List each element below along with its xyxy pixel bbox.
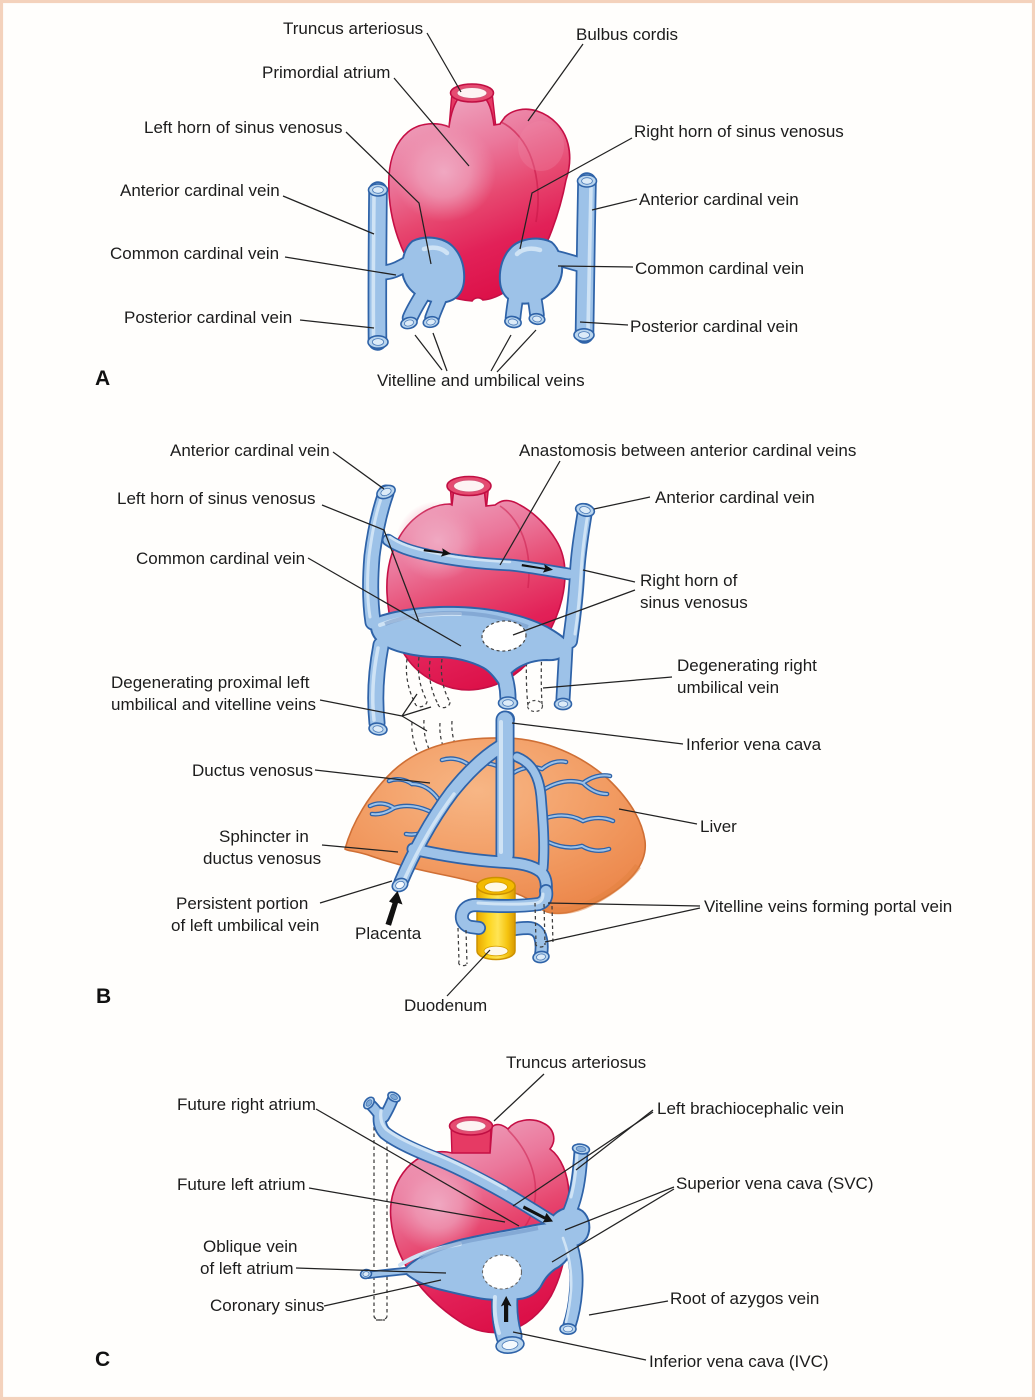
svg-text:Bulbus cordis: Bulbus cordis: [576, 25, 678, 44]
svg-text:of left umbilical vein: of left umbilical vein: [171, 916, 319, 935]
svg-text:Left horn of sinus venosus: Left horn of sinus venosus: [144, 118, 342, 137]
svg-text:Anterior cardinal vein: Anterior cardinal vein: [639, 190, 799, 209]
svg-text:Oblique vein: Oblique vein: [203, 1237, 298, 1256]
svg-text:Coronary sinus: Coronary sinus: [210, 1296, 324, 1315]
svg-text:Right horn of sinus venosus: Right horn of sinus venosus: [634, 122, 844, 141]
svg-text:Vitelline veins forming portal: Vitelline veins forming portal vein: [704, 897, 952, 916]
svg-text:B: B: [96, 985, 111, 1008]
svg-text:Placenta: Placenta: [355, 924, 422, 943]
svg-text:sinus venosus: sinus venosus: [640, 593, 748, 612]
svg-text:Truncus arteriosus: Truncus arteriosus: [506, 1053, 646, 1072]
svg-text:Posterior cardinal vein: Posterior cardinal vein: [630, 317, 798, 336]
svg-text:Primordial atrium: Primordial atrium: [262, 63, 390, 82]
svg-text:Liver: Liver: [700, 817, 737, 836]
svg-text:Degenerating right: Degenerating right: [677, 656, 817, 675]
svg-text:Right horn of: Right horn of: [640, 571, 738, 590]
svg-text:Anastomosis between anterior c: Anastomosis between anterior cardinal ve…: [519, 441, 856, 460]
svg-text:Left horn of sinus venosus: Left horn of sinus venosus: [117, 489, 315, 508]
svg-text:Anterior cardinal vein: Anterior cardinal vein: [655, 488, 815, 507]
svg-text:Future right atrium: Future right atrium: [177, 1095, 316, 1114]
svg-text:Left brachiocephalic vein: Left brachiocephalic vein: [657, 1099, 844, 1118]
svg-text:A: A: [95, 367, 110, 390]
svg-text:ductus venosus: ductus venosus: [203, 849, 321, 868]
svg-text:Duodenum: Duodenum: [404, 996, 487, 1015]
svg-text:Inferior vena cava (IVC): Inferior vena cava (IVC): [649, 1352, 829, 1371]
svg-text:Root of azygos vein: Root of azygos vein: [670, 1289, 819, 1308]
svg-text:Anterior cardinal vein: Anterior cardinal vein: [120, 181, 280, 200]
svg-text:Anterior cardinal vein: Anterior cardinal vein: [170, 441, 330, 460]
svg-text:Persistent portion: Persistent portion: [176, 894, 308, 913]
svg-text:of left atrium: of left atrium: [200, 1259, 294, 1278]
svg-text:Inferior vena cava: Inferior vena cava: [686, 735, 822, 754]
svg-text:umbilical and vitelline veins: umbilical and vitelline veins: [111, 695, 316, 714]
svg-text:Common cardinal vein: Common cardinal vein: [110, 244, 279, 263]
svg-text:Common cardinal vein: Common cardinal vein: [635, 259, 804, 278]
svg-text:umbilical vein: umbilical vein: [677, 678, 779, 697]
svg-text:Vitelline and umbilical veins: Vitelline and umbilical veins: [377, 371, 585, 390]
svg-text:Future left atrium: Future left atrium: [177, 1175, 306, 1194]
svg-text:Ductus venosus: Ductus venosus: [192, 761, 313, 780]
svg-text:Superior vena cava (SVC): Superior vena cava (SVC): [676, 1174, 873, 1193]
svg-text:Truncus arteriosus: Truncus arteriosus: [283, 19, 423, 38]
svg-text:Posterior cardinal vein: Posterior cardinal vein: [124, 308, 292, 327]
svg-text:Degenerating proximal left: Degenerating proximal left: [111, 673, 310, 692]
svg-text:Common cardinal vein: Common cardinal vein: [136, 549, 305, 568]
svg-text:Sphincter in: Sphincter in: [219, 827, 309, 846]
svg-text:C: C: [95, 1348, 110, 1371]
